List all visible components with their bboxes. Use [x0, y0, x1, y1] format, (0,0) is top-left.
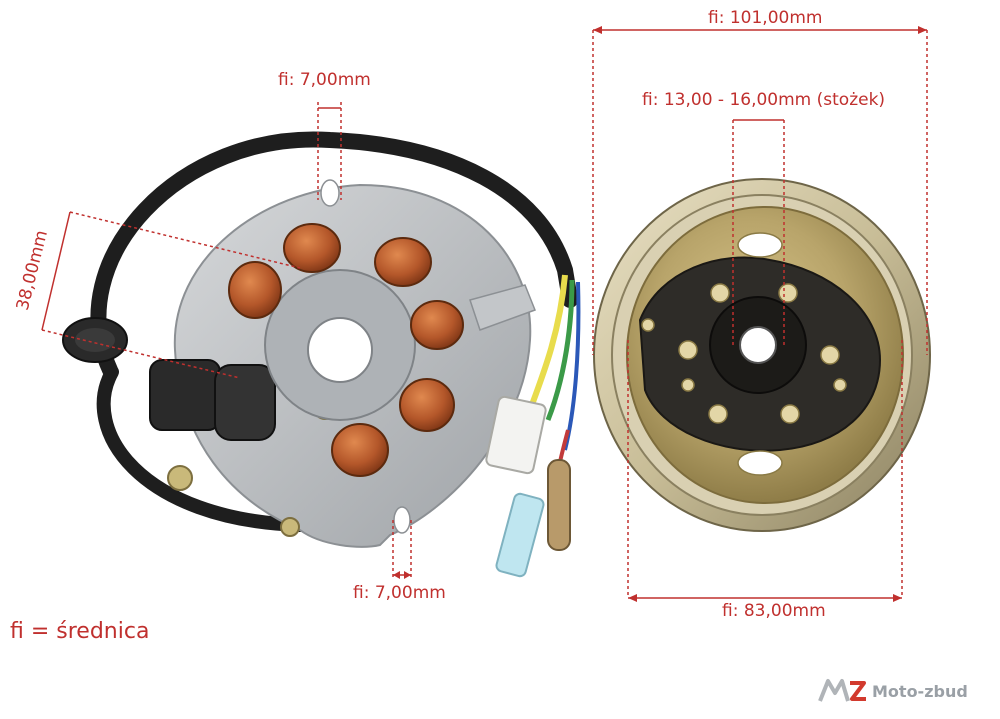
- mount-hole-top: [320, 179, 340, 207]
- rotor: [593, 178, 931, 532]
- mount-hole-bottom: [393, 506, 411, 534]
- spade-connector: [495, 492, 545, 578]
- legend-text: fi = średnica: [10, 619, 150, 644]
- stator-cable: [90, 131, 578, 378]
- connector: [485, 395, 547, 475]
- brand-name: Moto-zbud: [872, 681, 968, 701]
- screw: [167, 465, 193, 491]
- dim-label-rotor-inner: fi: 83,00mm: [722, 601, 826, 621]
- rotor-cone-hole: [739, 326, 777, 364]
- brand-logo: Moto-zbud: [818, 676, 968, 706]
- mz-logo-icon: [818, 679, 866, 702]
- dimension-lines: [41, 29, 928, 599]
- stator-center-hole: [307, 317, 373, 383]
- dimension-arrowheads: [393, 26, 927, 602]
- screw: [280, 517, 300, 537]
- stator-coils: [228, 223, 464, 477]
- dim-label-rotor-cone: fi: 13,00 - 16,00mm (stożek): [642, 90, 886, 110]
- dim-label-stator-hole-bottom: fi: 7,00mm: [353, 583, 446, 603]
- stator: [62, 131, 581, 578]
- dim-label-stator-hole-top: fi: 7,00mm: [278, 70, 371, 90]
- dim-label-rotor-outer: fi: 101,00mm: [708, 8, 823, 28]
- pulse-coil: [149, 359, 221, 431]
- bullet-connector: [547, 459, 571, 551]
